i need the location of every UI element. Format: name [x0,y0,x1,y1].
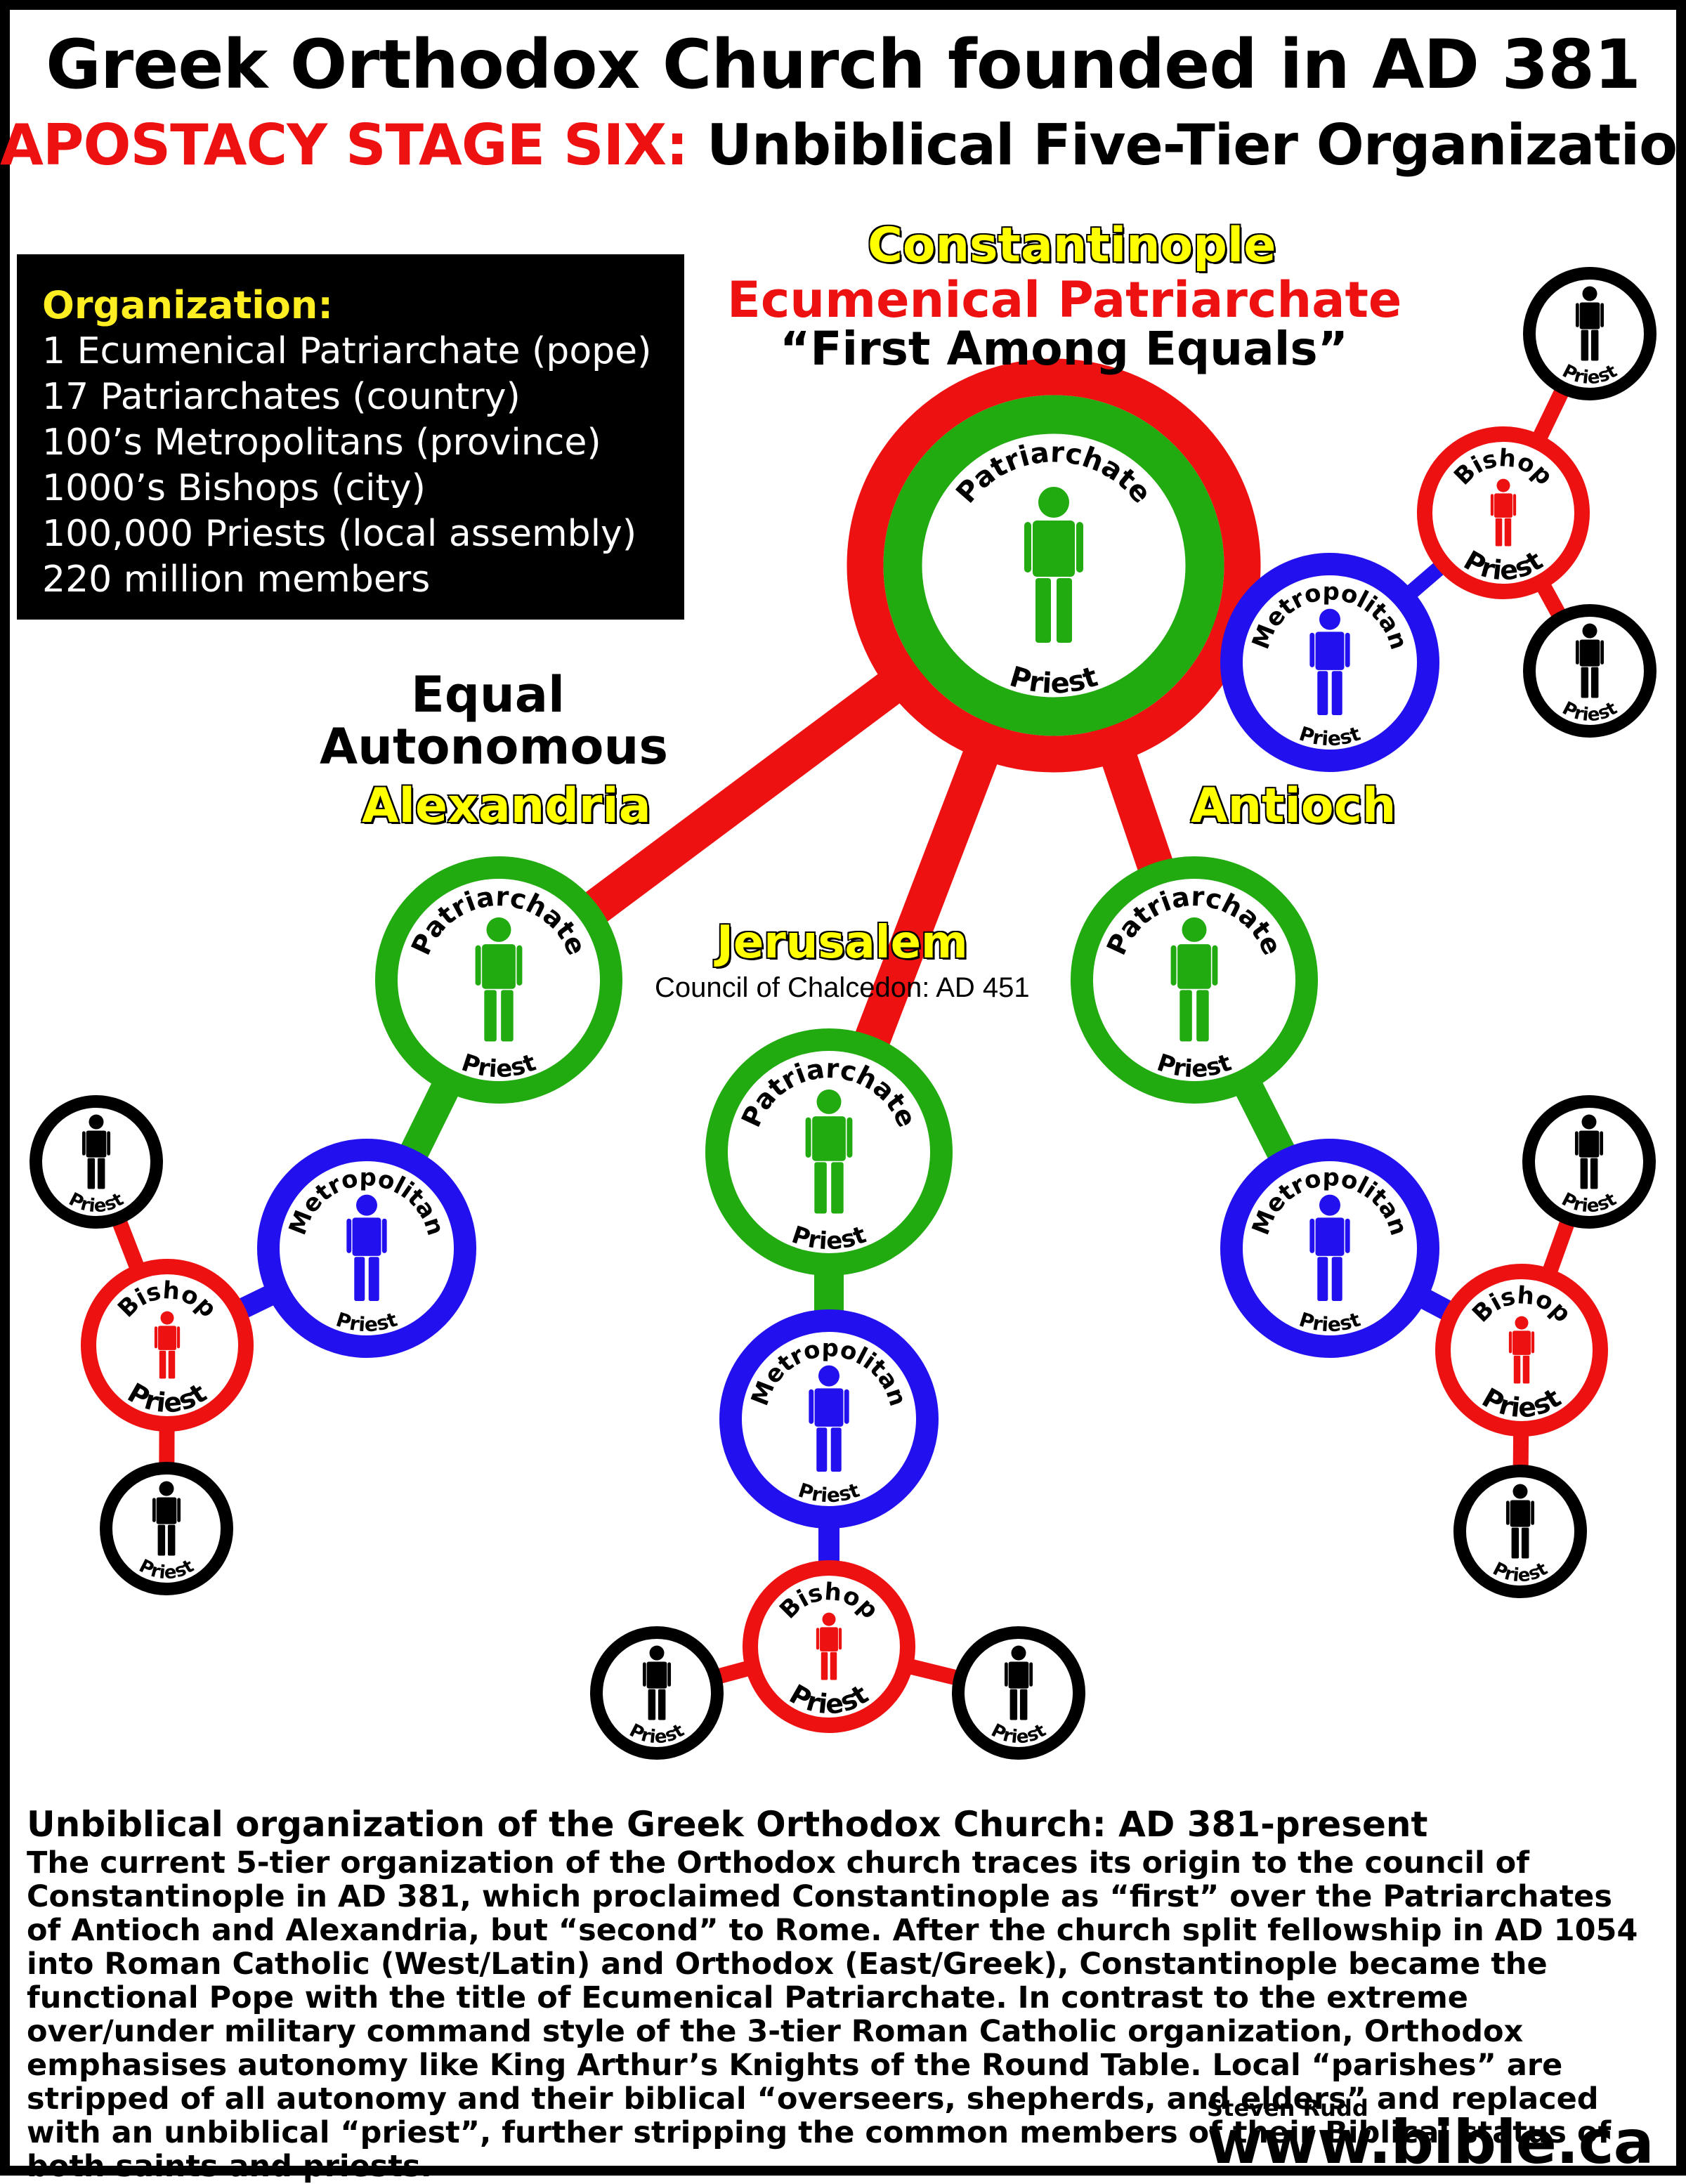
organization-line: 1000’s Bishops (city) [42,467,426,509]
subtitle-stage: APOSTACY STAGE SIX: [0,112,688,178]
organization-line: 100’s Metropolitans (province) [42,421,601,464]
organization-line: 1 Ecumenical Patriarchate (pope) [42,330,652,372]
organization-heading: Organization: [42,283,333,327]
person-icon [1170,917,1218,1042]
antioch-label: Antioch [1189,778,1397,835]
footer-body: The current 5-tier organization of the O… [27,1845,1638,2184]
person-icon [346,1194,387,1301]
priest-node: Priest [1523,267,1656,400]
person-icon [1574,1114,1604,1189]
person-icon [154,1311,181,1379]
person-icon [1024,487,1083,643]
person-icon [809,1365,849,1472]
priest-node: Priest [1453,1465,1587,1598]
page-title: Greek Orthodox Church founded in AD 381 [46,25,1641,104]
person-icon [475,917,523,1042]
footer-heading: Unbiblical organization of the Greek Ort… [27,1804,1428,1845]
priest-node: Priest [30,1095,163,1229]
organization-line: 17 Patriarchates (country) [42,376,521,418]
chalcedon-label: Council of Chalcedon: AD 451 [655,972,1030,1003]
organization-box: Organization: 1 Ecumenical Patriarchate … [17,254,684,620]
person-icon [1004,1645,1033,1720]
author-credit: Steven Rudd [1207,2095,1368,2121]
priest-node: Priest [100,1462,233,1595]
person-icon [1508,1316,1535,1384]
person-icon [1575,286,1605,361]
person-icon [1575,623,1605,698]
priest-node: Priest [590,1626,724,1760]
person-icon [1505,1484,1535,1559]
person-icon [1309,1194,1350,1301]
priest-node: Priest [1522,1095,1656,1229]
jerusalem-label: Jerusalem [716,916,969,970]
subtitle-topic: Unbiblical Five-Tier Organization [706,112,1686,178]
person-icon [642,1645,672,1720]
equal-label: Equal [411,666,565,724]
first-among-equals-label: “First Among Equals” [780,322,1348,376]
autonomous-label: Autonomous [320,718,669,776]
diagram-nodes: PatriarchatePriestMetropolitanPriestBish… [30,267,1656,1760]
person-icon [816,1612,842,1680]
person-icon [152,1481,181,1556]
site-credit: www.bible.ca [1207,2107,1654,2178]
organization-line: 220 million members [42,558,431,601]
priest-node: Priest [952,1626,1085,1760]
person-icon [1490,478,1517,547]
alexandria-label: Alexandria [361,778,653,835]
footer-text: Unbiblical organization of the Greek Ort… [27,1803,1664,2183]
person-icon [1309,608,1350,715]
ecumenical-patriarchate-label: Ecumenical Patriarchate [727,271,1402,329]
priest-node: Priest [1523,604,1656,738]
page-subtitle: APOSTACY STAGE SIX: Unbiblical Five-Tier… [0,112,1686,178]
constantinople-label: Constantinople [866,217,1276,275]
person-icon [805,1089,853,1214]
organization-line: 100,000 Priests (local assembly) [42,513,637,555]
person-icon [81,1114,111,1189]
